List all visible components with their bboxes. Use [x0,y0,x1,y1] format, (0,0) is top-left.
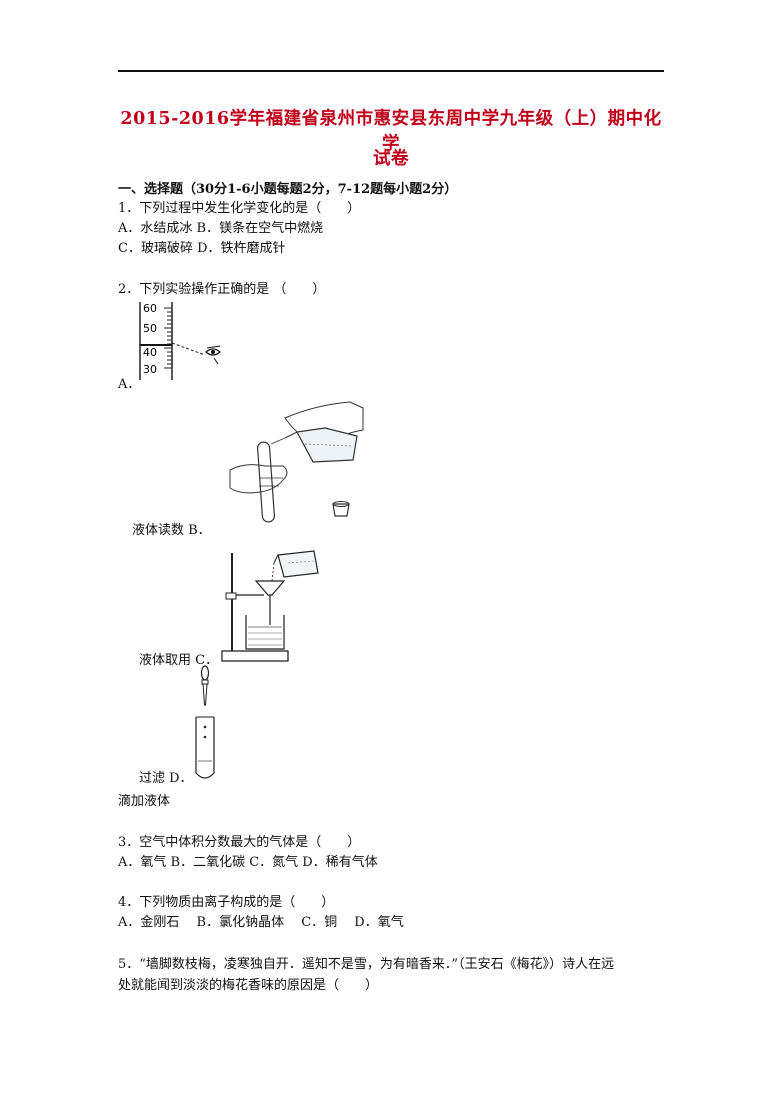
q3-stem: 3．空气中体积分数最大的气体是（ ） [118,835,361,850]
graduated-cylinder-reading-figure: 60 50 40 30 [139,302,221,380]
q1-stem: 1．下列过程中发生化学变化的是（ ） [118,201,361,216]
cylinder-tick-60: 60 [143,302,157,315]
q1-options-line1: A．水结成冰 B．镁条在空气中燃烧 [118,221,324,236]
q2-stem: 2．下列实验操作正确的是 （ ） [118,282,326,297]
liquid-pouring-figure [229,401,364,523]
q5-stem-line1: 5．“墙脚数枝梅，凌寒独自开．遥知不是雪，为有暗香来．”（王安石《梅花》）诗人在… [118,957,615,972]
q2-caption-b: 液体取用 C． [139,653,219,668]
cylinder-tick-40: 40 [143,346,157,359]
q1-options-line2: C．玻璃破碎 D．铁杵磨成针 [118,241,286,256]
cylinder-tick-50: 50 [143,322,157,335]
header-rule [118,70,664,72]
q2-caption-c: 过滤 D． [139,771,193,786]
q2-caption-a: 液体读数 B． [132,523,211,538]
q3-options: A．氧气 B．二氧化碳 C．氮气 D．稀有气体 [118,855,378,870]
exam-title-line1: 2015-2016学年福建省泉州市惠安县东周中学九年级（上）期中化学 [120,109,662,154]
section-heading: 一、选择题（30分1-6小题每题2分，7-12题每小题2分） [118,182,458,197]
eye-icon [205,345,221,365]
q4-options: A．金刚石 B．氯化钠晶体 C．铜 D．氧气 [118,915,404,930]
cylinder-tick-30: 30 [143,363,157,376]
q5-stem-line2: 处就能闻到淡淡的梅花香味的原因是（ ） [118,978,379,993]
dropper-adding-liquid-figure [195,665,215,779]
q2-caption-d: 滴加液体 [118,794,171,809]
exam-title-line2: 试卷 [373,149,409,169]
filtration-apparatus-figure [221,550,319,662]
q4-stem: 4．下列物质由离子构成的是（ ） [118,895,335,910]
q2-label-a: A． [118,377,141,392]
